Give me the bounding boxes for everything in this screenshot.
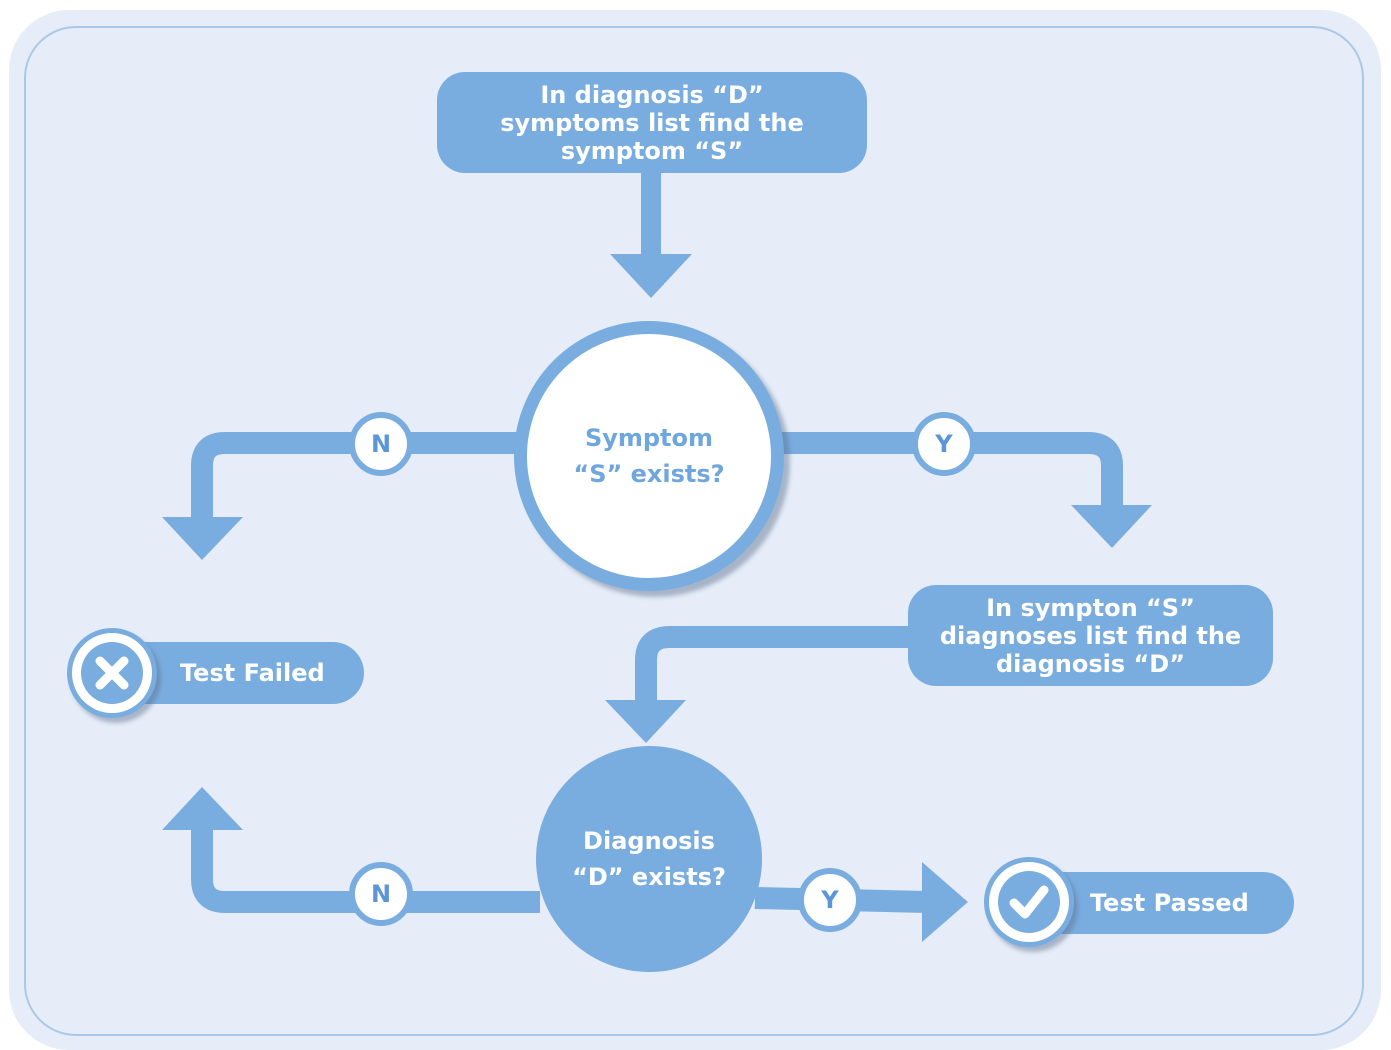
decision-diagnosis-exists: Diagnosis “D” exists?: [536, 746, 762, 972]
arrow-head: [162, 517, 243, 560]
branch-no-badge: N: [349, 412, 413, 476]
connector-line: [770, 432, 1123, 508]
arrow-head: [1071, 505, 1152, 548]
decision-text-line: “S” exists?: [573, 460, 725, 488]
arrow-head: [610, 254, 692, 298]
connector-line: [641, 172, 661, 256]
branch-yes-badge: Y: [912, 412, 976, 476]
decision-text-line: Symptom: [584, 424, 714, 452]
step-text-line: In diagnosis “D”: [540, 80, 764, 109]
connector-line: [191, 432, 528, 520]
step-text-line: diagnoses list find the: [939, 621, 1242, 650]
branch-no-badge: N: [349, 862, 413, 926]
connector-line: [635, 626, 915, 703]
arrow-head: [605, 700, 686, 743]
step-text-line: In sympton “S”: [986, 593, 1195, 622]
check-icon: [984, 857, 1074, 947]
step-text-line: symptoms list find the: [500, 108, 804, 137]
decision-text-line: “D” exists?: [572, 863, 726, 891]
branch-yes-badge: Y: [798, 868, 862, 932]
step-find-diagnosis: In sympton “S” diagnoses list find the d…: [908, 585, 1273, 686]
arrow-head: [922, 862, 968, 942]
arrow-head: [162, 787, 243, 830]
connector-line: [191, 825, 540, 913]
step-find-symptom: In diagnosis “D” symptoms list find the …: [437, 72, 867, 173]
step-text-line: symptom “S”: [560, 136, 744, 165]
decision-symptom-exists: Symptom “S” exists?: [514, 321, 784, 591]
diagram-frame: [24, 26, 1364, 1036]
x-icon: [67, 628, 157, 718]
step-text-line: diagnosis “D”: [996, 649, 1185, 678]
decision-text-line: Diagnosis: [583, 827, 715, 855]
